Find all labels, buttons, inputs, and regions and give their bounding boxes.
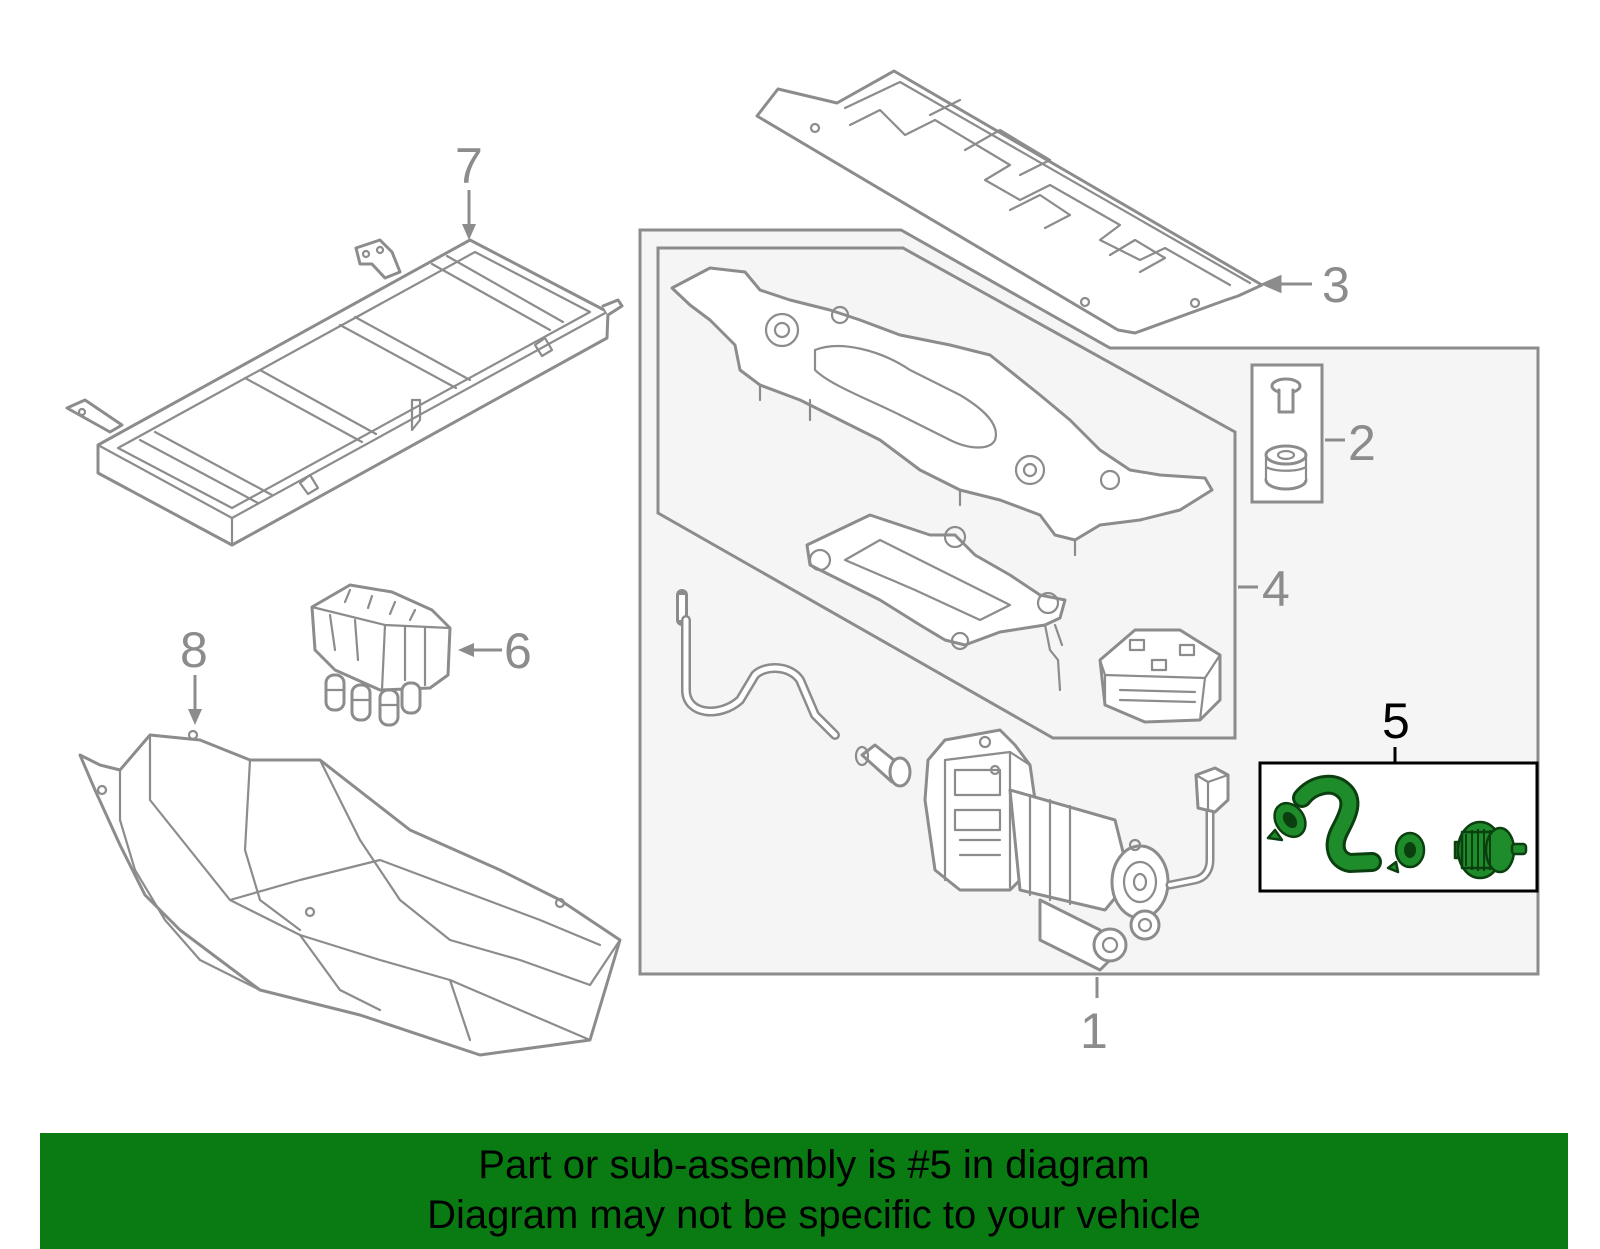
part-4-mounting-bracket[interactable]	[670, 266, 1214, 557]
part-3-heat-shield[interactable]	[755, 69, 1264, 335]
callout-7: 7	[455, 138, 483, 194]
part-5-clamp-left[interactable]	[1266, 797, 1312, 843]
arrow-7	[462, 224, 476, 240]
callout-4: 4	[1262, 561, 1290, 617]
callout-3: 3	[1322, 257, 1350, 313]
part-7-tray[interactable]	[65, 238, 624, 547]
part-1-wire-connector	[1165, 766, 1230, 890]
callout-6: 6	[504, 623, 532, 679]
arrow-8	[188, 709, 202, 725]
banner-line-1: Part or sub-assembly is #5 in diagram	[478, 1143, 1150, 1187]
part-1-compressor[interactable]	[923, 728, 1170, 972]
part-5-filter[interactable]	[1453, 820, 1528, 880]
callout-2: 2	[1348, 415, 1376, 471]
part-8-lower-shield[interactable]	[78, 729, 622, 1057]
part-5-clamp-right[interactable]	[1386, 831, 1426, 874]
part-5-hose[interactable]	[1292, 774, 1382, 874]
part-1-air-pipe	[676, 589, 840, 740]
arrow-3	[1260, 274, 1282, 294]
part-4-lower-bracket[interactable]	[805, 513, 1067, 692]
callout-1: 1	[1080, 1003, 1108, 1059]
part-6-valve-ports	[324, 673, 422, 727]
part-1-fitting	[854, 743, 912, 788]
part-2-bolt	[1270, 377, 1302, 414]
banner-line-2: Diagram may not be specific to your vehi…	[427, 1193, 1201, 1237]
part-6-valve-block[interactable]	[310, 583, 452, 727]
callout-8: 8	[180, 622, 208, 678]
parts-diagram: 3 1 4	[65, 69, 1540, 1059]
info-banner: Part or sub-assembly is #5 in diagram Di…	[40, 1133, 1568, 1249]
part-4-control-module[interactable]	[1098, 628, 1222, 724]
part-2-grommet	[1264, 444, 1308, 491]
callout-5: 5	[1382, 693, 1410, 749]
arrow-6	[458, 643, 474, 657]
